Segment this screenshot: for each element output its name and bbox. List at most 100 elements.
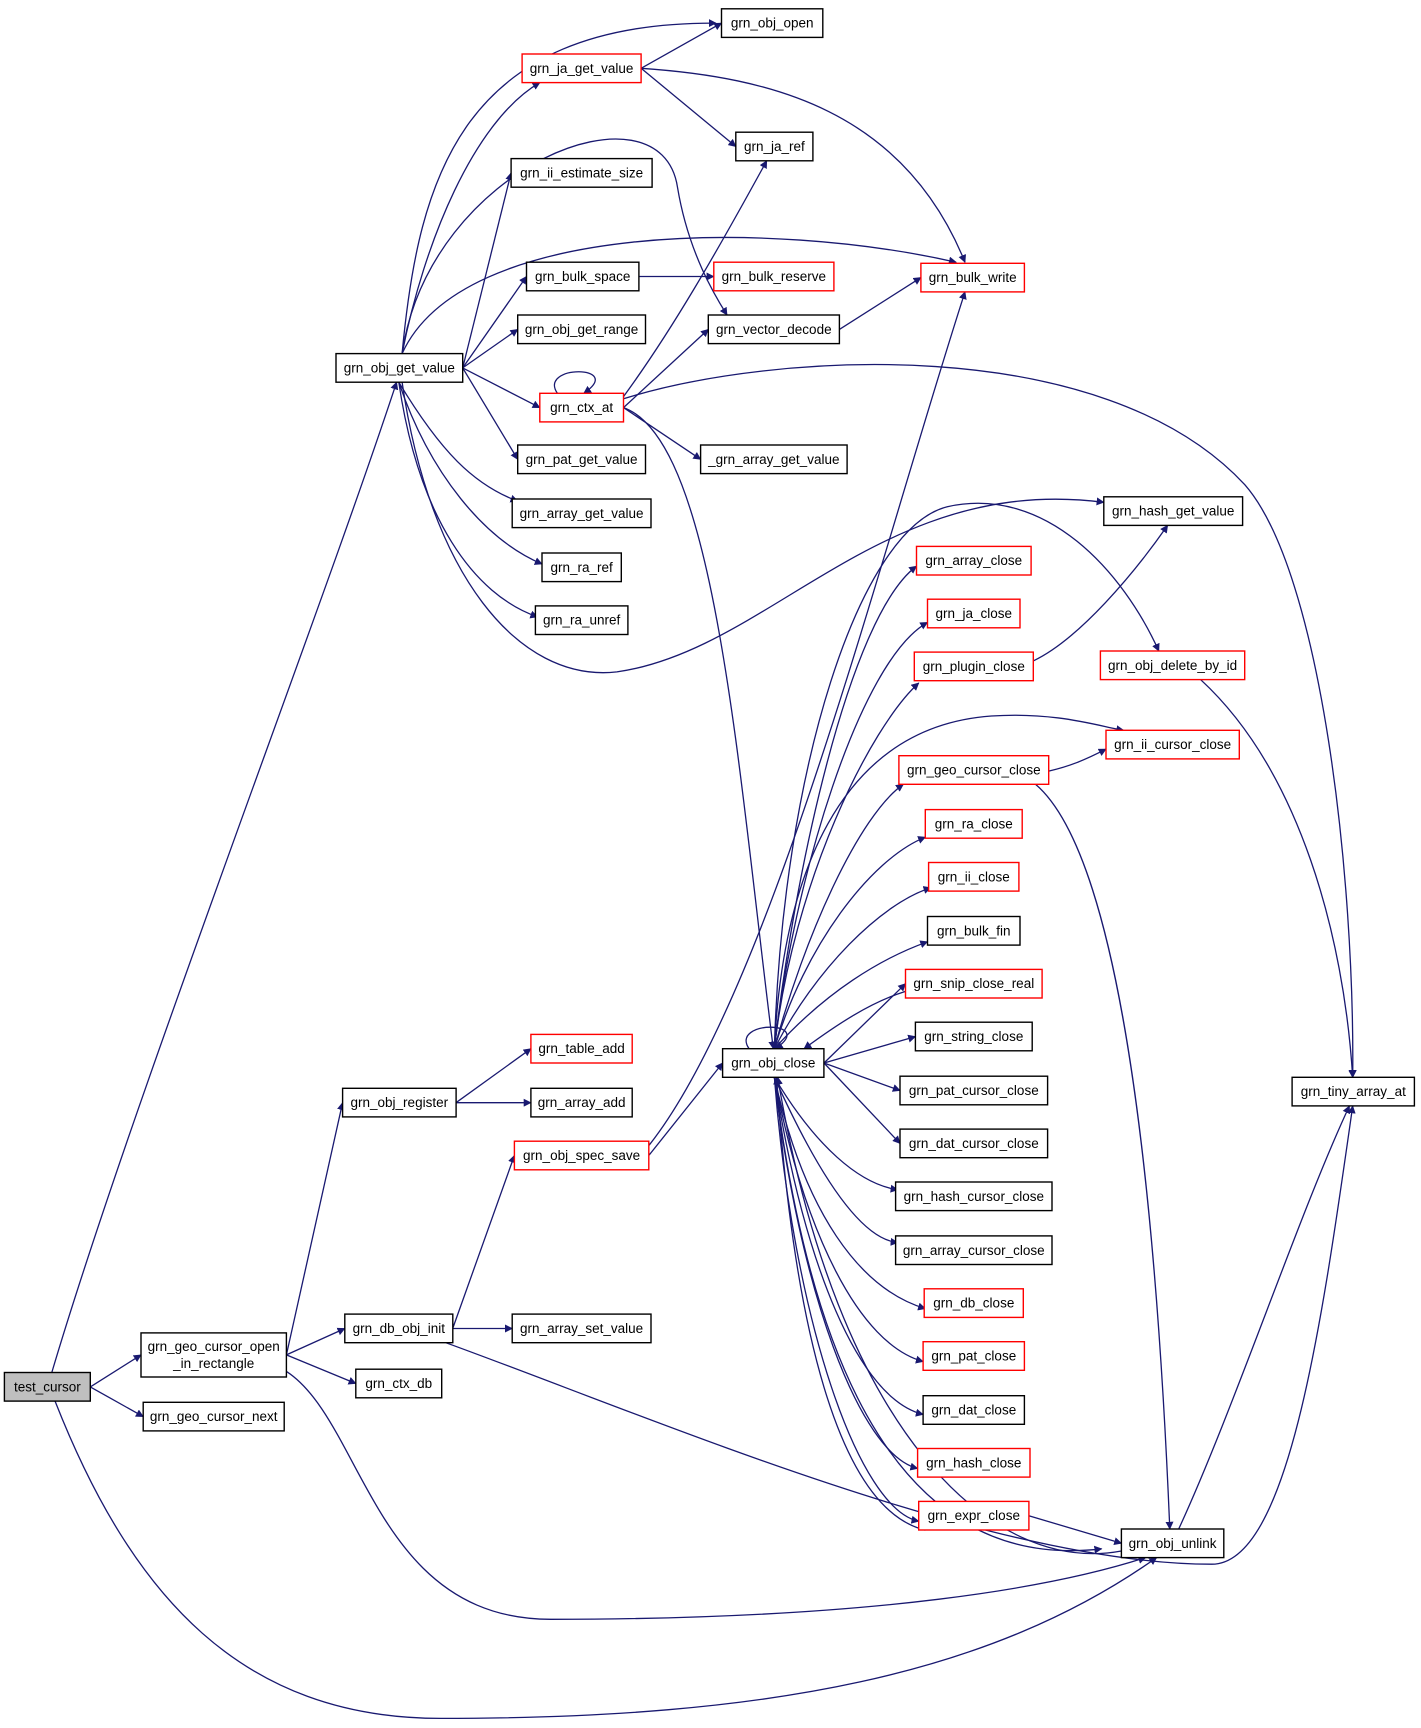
node-box bbox=[539, 392, 625, 423]
node-box bbox=[530, 1033, 633, 1064]
node-label: grn_geo_cursor_next bbox=[150, 1409, 278, 1424]
node-expr_close[interactable]: grn_expr_close bbox=[918, 1500, 1030, 1531]
node-obj_register[interactable]: grn_obj_register bbox=[341, 1087, 457, 1118]
node-bulk_fin[interactable]: grn_bulk_fin bbox=[926, 915, 1021, 946]
node-box bbox=[517, 444, 647, 475]
node-string_close[interactable]: grn_string_close bbox=[914, 1021, 1033, 1052]
node-pat_close[interactable]: grn_pat_close bbox=[922, 1340, 1026, 1371]
node-label: grn_dat_cursor_close bbox=[909, 1136, 1039, 1151]
node-bulk_write[interactable]: grn_bulk_write bbox=[920, 262, 1026, 293]
edge-geo_cursor_close-to-ii_cursor_close bbox=[1048, 748, 1107, 772]
node-geo_next[interactable]: grn_geo_cursor_next bbox=[142, 1401, 285, 1432]
node-box bbox=[899, 1075, 1049, 1106]
node-box bbox=[142, 1401, 285, 1432]
edge-line bbox=[823, 1062, 901, 1092]
node-label: grn_string_close bbox=[924, 1029, 1023, 1044]
edge-geo_open-to-obj_register bbox=[285, 1101, 345, 1356]
node-pat_cursor_close[interactable]: grn_pat_cursor_close bbox=[899, 1075, 1049, 1106]
node-box bbox=[922, 1394, 1026, 1425]
node-hash_cursor_close[interactable]: grn_hash_cursor_close bbox=[894, 1181, 1053, 1212]
edge-geo_cursor_close-to-obj_unlink bbox=[1035, 783, 1174, 1530]
node-label: grn_array_close bbox=[925, 553, 1022, 568]
edge-test_cursor-to-obj_get_value bbox=[51, 381, 399, 1373]
node-test_cursor[interactable]: test_cursor bbox=[3, 1371, 92, 1402]
edge-obj_close-to-snip_close_real bbox=[823, 983, 907, 1064]
edge-line bbox=[773, 1076, 926, 1531]
edge-ja_get_value-to-bulk_write bbox=[641, 67, 966, 263]
node-snip_close_real[interactable]: grn_snip_close_real bbox=[904, 968, 1043, 999]
node-bulk_space[interactable]: grn_bulk_space bbox=[525, 261, 640, 292]
node-obj_delete_by_id[interactable]: grn_obj_delete_by_id bbox=[1099, 650, 1246, 681]
edge-obj_close-to-ii_close bbox=[773, 886, 932, 1049]
node-label: grn_obj_unlink bbox=[1129, 1536, 1217, 1551]
node-label: grn_pat_cursor_close bbox=[909, 1083, 1039, 1098]
node-ra_close[interactable]: grn_ra_close bbox=[924, 808, 1023, 839]
node-hash_close[interactable]: grn_hash_close bbox=[916, 1447, 1031, 1478]
node-_array_get_value[interactable]: _grn_array_get_value bbox=[699, 444, 848, 475]
node-ctx_db[interactable]: grn_ctx_db bbox=[355, 1368, 443, 1399]
edge-obj_close-to-ra_close bbox=[773, 836, 927, 1049]
node-geo_open[interactable]: grn_geo_cursor_open_in_rectangle bbox=[140, 1332, 288, 1378]
node-geo_cursor_close[interactable]: grn_geo_cursor_close bbox=[898, 755, 1050, 786]
node-db_obj_init[interactable]: grn_db_obj_init bbox=[344, 1313, 454, 1344]
node-array_cursor_close[interactable]: grn_array_cursor_close bbox=[894, 1235, 1053, 1266]
node-obj_close[interactable]: grn_obj_close bbox=[721, 1047, 825, 1078]
node-ii_cursor_close[interactable]: grn_ii_cursor_close bbox=[1105, 729, 1241, 760]
node-box bbox=[1103, 496, 1244, 527]
node-obj_spec_save[interactable]: grn_obj_spec_save bbox=[513, 1140, 650, 1171]
edge-ctx_at-to-tiny_array_at bbox=[623, 363, 1357, 1079]
node-ii_estimate_size[interactable]: grn_ii_estimate_size bbox=[510, 157, 653, 188]
edge-obj_close-to-dat_cursor_close bbox=[823, 1062, 901, 1144]
node-ii_close[interactable]: grn_ii_close bbox=[927, 861, 1020, 892]
edge-line bbox=[773, 836, 927, 1049]
node-array_get_value[interactable]: grn_array_get_value bbox=[511, 498, 652, 529]
node-ja_get_value[interactable]: grn_ja_get_value bbox=[521, 53, 642, 84]
node-array_close[interactable]: grn_array_close bbox=[915, 545, 1032, 576]
node-label: grn_obj_spec_save bbox=[523, 1148, 640, 1163]
node-box bbox=[534, 605, 629, 636]
node-box bbox=[914, 1021, 1033, 1052]
edge-db_obj_init-to-obj_spec_save bbox=[452, 1154, 516, 1329]
node-tiny_array_at[interactable]: grn_tiny_array_at bbox=[1291, 1076, 1416, 1107]
node-ja_ref[interactable]: grn_ja_ref bbox=[735, 131, 814, 162]
edge-line bbox=[773, 1077, 920, 1524]
node-obj_unlink[interactable]: grn_obj_unlink bbox=[1120, 1528, 1225, 1559]
edge-line bbox=[286, 1327, 346, 1356]
node-pat_get_value[interactable]: grn_pat_get_value bbox=[517, 444, 647, 475]
edge-line bbox=[623, 406, 777, 1050]
edge-line bbox=[1200, 679, 1357, 1079]
edge-line bbox=[773, 1077, 1103, 1554]
node-vector_decode[interactable]: grn_vector_decode bbox=[707, 314, 841, 345]
edge-line bbox=[51, 381, 399, 1373]
edge-obj_get_value-to-hash_get_value bbox=[401, 382, 1105, 674]
node-obj_get_value[interactable]: grn_obj_get_value bbox=[335, 352, 464, 383]
node-dat_close[interactable]: grn_dat_close bbox=[922, 1394, 1026, 1425]
node-box bbox=[521, 53, 642, 84]
edge-obj_spec_save-to-obj_close bbox=[648, 1062, 724, 1156]
edges-layer bbox=[51, 19, 1357, 1720]
node-label: grn_obj_get_value bbox=[344, 360, 455, 375]
edge-line bbox=[462, 172, 514, 369]
node-label: grn_bulk_write bbox=[929, 270, 1017, 285]
node-plugin_close[interactable]: grn_plugin_close bbox=[913, 651, 1034, 682]
node-box bbox=[3, 1371, 92, 1402]
node-obj_open[interactable]: grn_obj_open bbox=[720, 8, 824, 39]
node-box bbox=[341, 1087, 457, 1118]
node-box bbox=[541, 552, 623, 583]
node-array_set_value[interactable]: grn_array_set_value bbox=[511, 1313, 652, 1344]
node-table_add[interactable]: grn_table_add bbox=[530, 1033, 633, 1064]
node-array_add[interactable]: grn_array_add bbox=[530, 1087, 633, 1118]
node-ra_ref[interactable]: grn_ra_ref bbox=[541, 552, 623, 583]
edge-line bbox=[773, 1076, 899, 1193]
node-dat_cursor_close[interactable]: grn_dat_cursor_close bbox=[899, 1128, 1049, 1159]
node-hash_get_value[interactable]: grn_hash_get_value bbox=[1103, 496, 1244, 527]
node-bulk_reserve[interactable]: grn_bulk_reserve bbox=[713, 261, 835, 292]
edge-line bbox=[462, 275, 528, 369]
edge-obj_get_value-to-obj_open bbox=[401, 19, 717, 354]
node-ja_close[interactable]: grn_ja_close bbox=[926, 598, 1021, 629]
node-db_close[interactable]: grn_db_close bbox=[923, 1288, 1025, 1319]
node-obj_get_range[interactable]: grn_obj_get_range bbox=[517, 314, 647, 345]
edge-line bbox=[803, 990, 906, 1050]
node-ctx_at[interactable]: grn_ctx_at bbox=[539, 392, 625, 423]
node-ra_unref[interactable]: grn_ra_unref bbox=[534, 605, 629, 636]
